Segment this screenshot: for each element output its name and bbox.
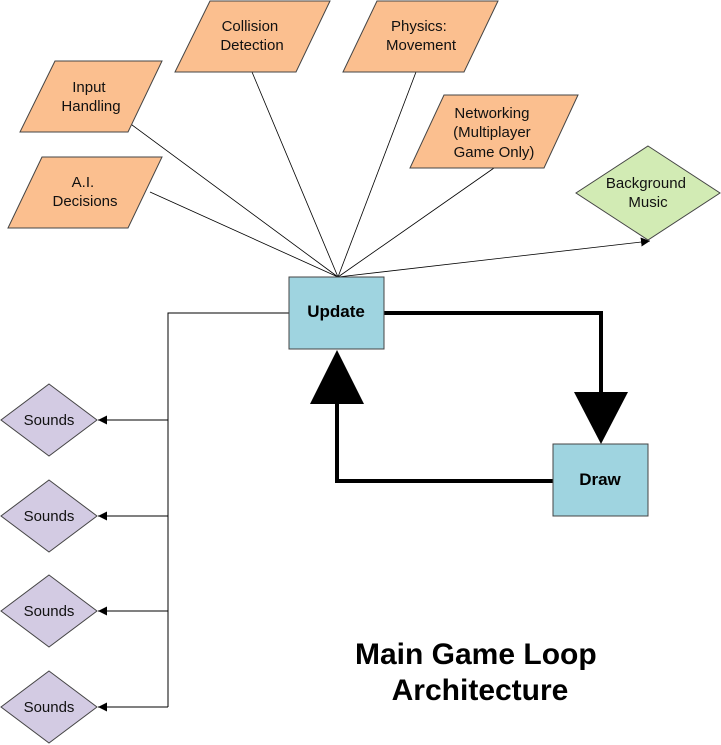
physics-movement-line-1: Physics: xyxy=(391,18,447,35)
svg-text:Networking (Multiplaye: Networking (Multiplayer Game Only) xyxy=(453,105,535,161)
collision-detection-node[interactable]: Collision Detection xyxy=(174,0,331,73)
diagram-title-line-1: Main Game Loop xyxy=(355,638,597,671)
background-music-shape xyxy=(575,145,721,241)
sounds-nodes: Sounds Sounds Sounds Sounds xyxy=(0,383,98,744)
input-handling-node[interactable]: Input Handling xyxy=(19,60,163,133)
sounds-shape xyxy=(0,479,98,553)
sounds-node[interactable]: Sounds xyxy=(0,479,98,553)
main-loop xyxy=(310,311,628,483)
connector-physics xyxy=(337,71,417,278)
ai-decisions-line-2: Decisions xyxy=(52,193,117,210)
sounds-label: Sounds xyxy=(24,603,75,620)
ai-decisions-line-1: A.I. xyxy=(72,174,95,191)
physics-movement-line-2: Movement xyxy=(386,37,457,54)
sounds-trunk xyxy=(167,312,289,707)
sounds-shape xyxy=(0,670,98,744)
sounds-label: Sounds xyxy=(24,412,75,429)
collision-detection-line-2: Detection xyxy=(220,37,283,54)
input-handling-shape xyxy=(19,60,163,133)
ai-decisions-shape xyxy=(7,156,163,229)
networking-line-1: Networking xyxy=(454,105,529,122)
sounds-shape xyxy=(0,574,98,648)
background-music-node[interactable]: Background Music xyxy=(575,145,721,241)
input-nodes: Input Handling Collision Detection Physi… xyxy=(7,0,579,229)
ai-decisions-node[interactable]: A.I. Decisions xyxy=(7,156,163,229)
networking-line-3: Game Only) xyxy=(454,144,535,161)
physics-movement-node[interactable]: Physics: Movement xyxy=(342,0,499,73)
physics-movement-shape xyxy=(342,0,499,73)
connector-ai xyxy=(149,191,339,278)
sounds-bus xyxy=(98,312,289,712)
input-handling-line-1: Input xyxy=(72,79,106,96)
networking-line-2: (Multiplayer xyxy=(453,124,531,141)
collision-detection-line-1: Collision xyxy=(222,18,279,35)
sounds-label: Sounds xyxy=(24,699,75,716)
connector-collision xyxy=(251,71,339,278)
svg-text:Physics: Movement: Physics: Movement xyxy=(386,18,457,54)
draw-to-update-line xyxy=(335,402,553,483)
networking-node[interactable]: Networking (Multiplayer Game Only) xyxy=(409,94,579,169)
input-handling-line-2: Handling xyxy=(61,98,120,115)
draw-to-update-arrowhead xyxy=(310,350,364,404)
diagram-title-line-2: Architecture xyxy=(392,674,569,707)
connector-input-handling xyxy=(127,121,339,278)
draw-box xyxy=(552,443,649,517)
update-box xyxy=(288,276,385,350)
draw-node[interactable]: Draw xyxy=(552,443,649,517)
background-music-line-1: Background xyxy=(606,175,686,192)
update-node[interactable]: Update xyxy=(288,276,385,350)
sounds-shape xyxy=(0,383,98,457)
diagram-title: Main Game Loop Architecture xyxy=(355,638,605,707)
svg-text:Input Handling: Input Handling xyxy=(61,79,120,115)
sounds-label: Sounds xyxy=(24,508,75,525)
update-label: Update xyxy=(307,302,365,321)
sounds-node[interactable]: Sounds xyxy=(0,574,98,648)
update-to-draw-line xyxy=(384,311,603,395)
svg-text:A.I. Decisions: A.I. Decisions xyxy=(52,174,117,210)
draw-label: Draw xyxy=(579,470,621,489)
sounds-node[interactable]: Sounds xyxy=(0,383,98,457)
sounds-node[interactable]: Sounds xyxy=(0,670,98,744)
connector-networking xyxy=(337,167,495,278)
networking-shape xyxy=(409,94,579,169)
background-music-line-2: Music xyxy=(628,194,668,211)
connector-background-music xyxy=(337,237,651,278)
svg-text:Collision Detection: Collision Detection xyxy=(220,18,283,54)
update-to-draw-arrowhead xyxy=(574,392,628,444)
svg-text:Background Music: Background Music xyxy=(606,175,690,211)
collision-detection-shape xyxy=(174,0,331,73)
input-connectors xyxy=(127,71,651,278)
